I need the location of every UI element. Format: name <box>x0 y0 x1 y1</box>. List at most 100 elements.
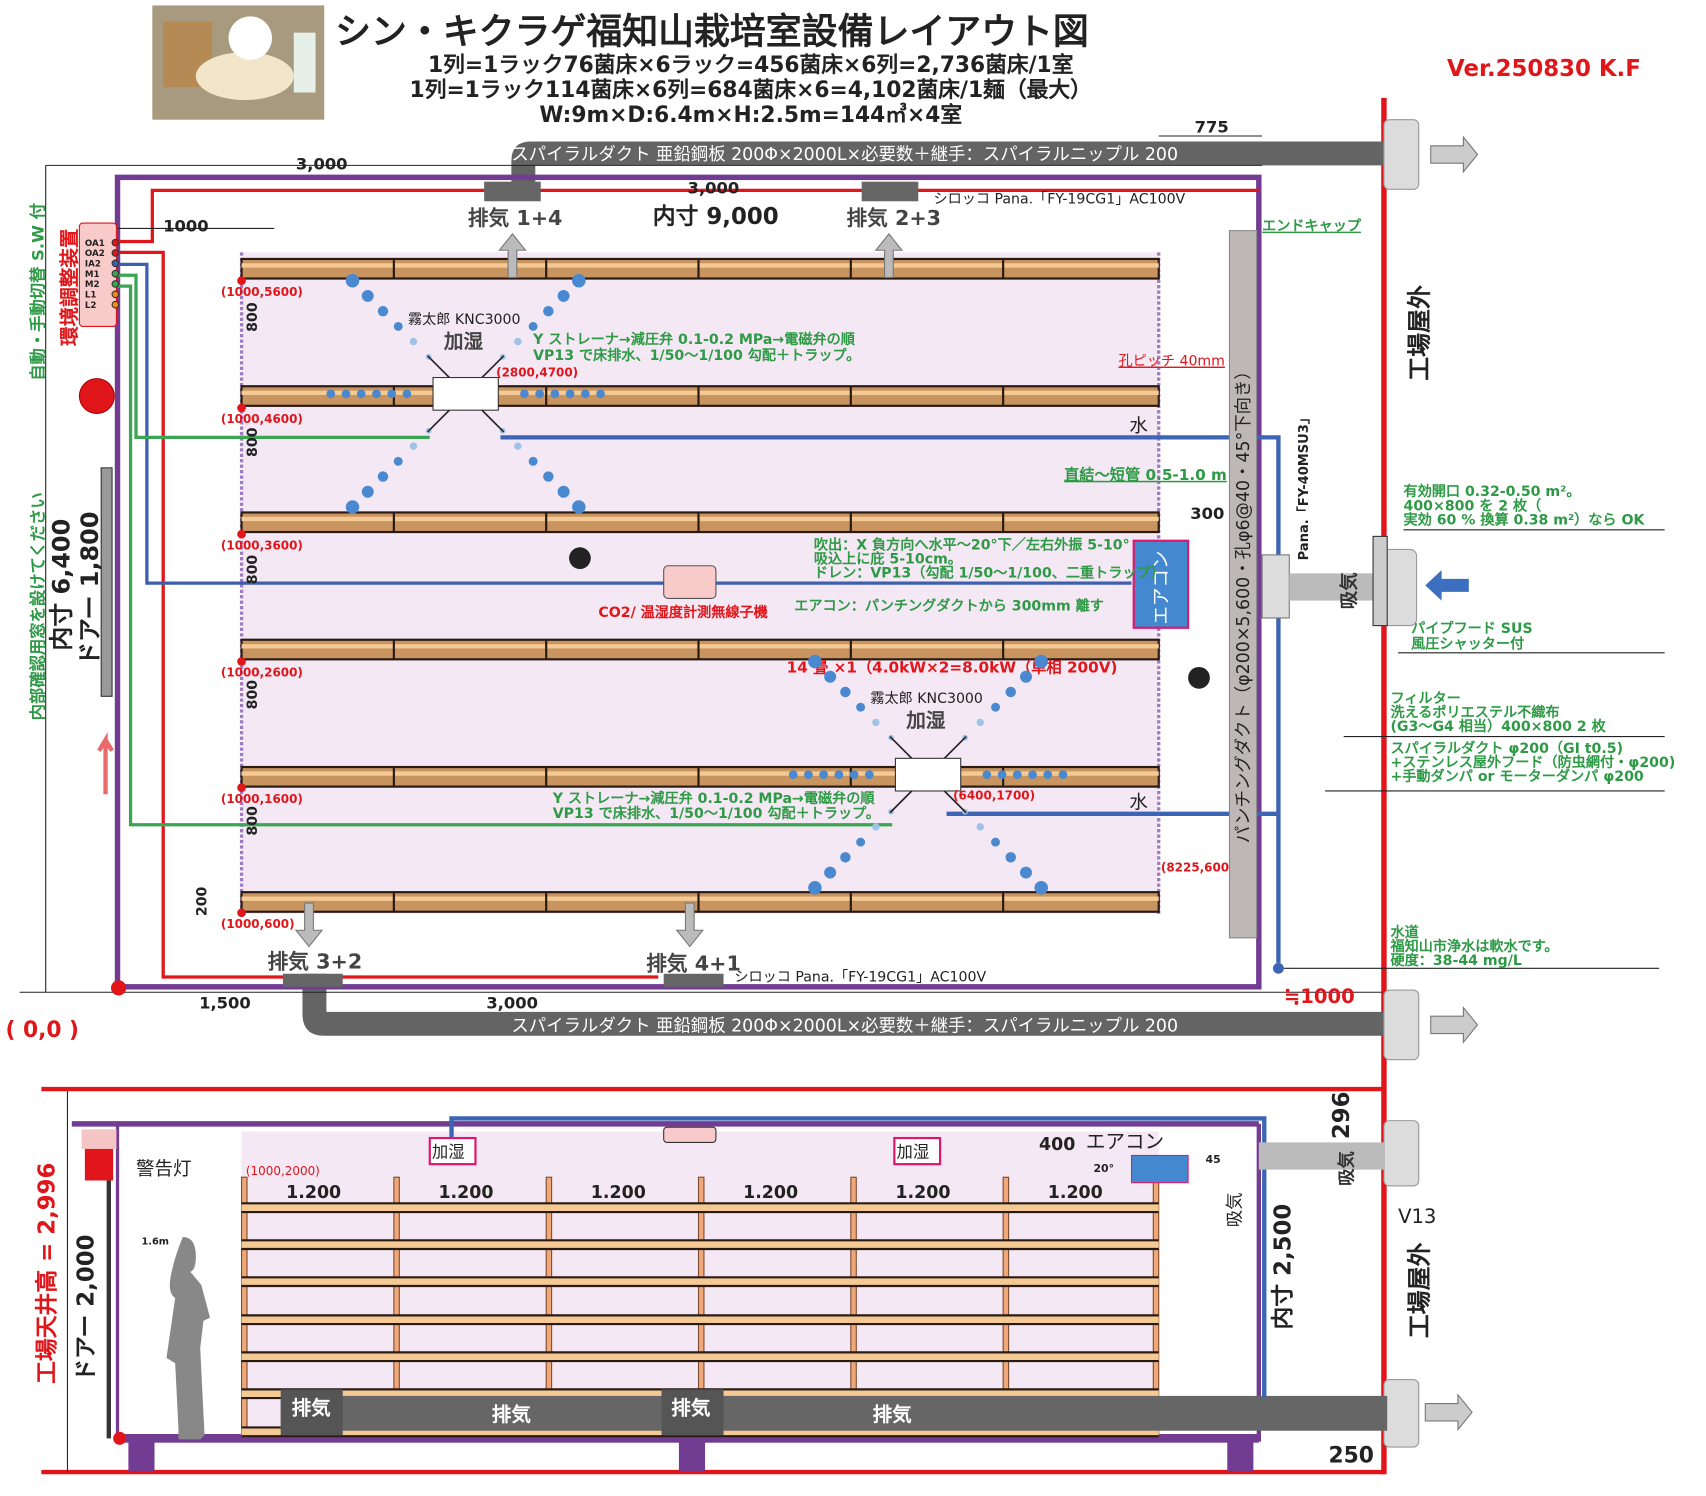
arrow-up-icon <box>498 233 527 278</box>
rack-shelf <box>241 1240 1159 1250</box>
rack-width-label: 1.200 <box>438 1183 493 1203</box>
note-text: 有効開口 0.32-0.50 m²。 <box>1404 483 1581 500</box>
note-text: 硬度：38-44 mg/L <box>1390 952 1521 969</box>
arrow-down-icon <box>294 902 324 948</box>
rack-coordinates: (1000,5600)800(1000,4600)800(1000,3600)8… <box>195 276 303 931</box>
note-text: フィルター <box>1390 691 1460 707</box>
section-exhaust-duct <box>280 1395 1388 1431</box>
coord-label: (1000,5600) <box>221 285 303 299</box>
controller-port-label: OA1 <box>85 239 105 249</box>
coord-marker <box>237 908 246 918</box>
coord-label: (1000,4600) <box>221 412 303 426</box>
person-height-label: 1.6m <box>141 1237 169 1248</box>
section-floor <box>119 1433 1259 1443</box>
green-wire-m1 <box>116 273 430 440</box>
exhaust-label: 排気 <box>873 1403 913 1426</box>
dimension-label: 3,000 <box>486 994 538 1013</box>
section-aircon <box>1130 1154 1189 1184</box>
row-spacing-label: 800 <box>245 806 261 836</box>
rack-width-label: 1.200 <box>743 1183 798 1203</box>
port-dot <box>111 290 120 299</box>
inner-width-label: 内寸 9,000 <box>653 204 779 230</box>
pipes <box>116 188 1660 979</box>
section-intake-duct <box>1258 1142 1384 1170</box>
dimension-label: ≒1000 <box>1284 985 1355 1008</box>
inner-depth-label: 内寸 6,400 <box>48 519 76 651</box>
ceiling-height-label: 工場天井高 = 2,996 <box>33 1163 60 1384</box>
subtitle-line3: W:9m×D:6.4m×H:2.5m=144㎥×4室 <box>539 102 962 128</box>
port-dot <box>111 259 120 268</box>
aircon-label: エアコン <box>1151 551 1172 625</box>
row-spacing-label: 800 <box>245 555 261 585</box>
coord-marker <box>237 403 246 413</box>
filter-frame <box>1372 535 1388 627</box>
section-humidifier <box>428 1136 477 1166</box>
intake-arrow-icon <box>1425 570 1469 601</box>
warning-light <box>84 1147 114 1181</box>
exhaust-label: 排気 2+3 <box>846 206 941 230</box>
controller-port-label: M2 <box>85 280 100 290</box>
arrow-down-icon <box>675 902 704 948</box>
row-spacing-label: 200 <box>195 886 211 916</box>
rack-width-label: 1.200 <box>286 1183 341 1203</box>
rack-row <box>240 257 1160 280</box>
punching-duct <box>1228 230 1258 939</box>
dimension-label: 775 <box>1195 118 1229 137</box>
exhaust-label: 排気 <box>492 1403 532 1426</box>
humidifier-unit <box>326 273 605 514</box>
fan-model-label: シロッコ Pana.「FY-19CG1」AC100V <box>934 191 1186 207</box>
red-wire-oa1 <box>116 188 1259 244</box>
controller-port-label: M1 <box>85 270 100 280</box>
sensor-unit <box>663 565 717 599</box>
note-text: パイプフード SUS <box>1411 621 1532 637</box>
dimension-label: 296 <box>1329 1091 1355 1139</box>
intake-label: 吸気 <box>1339 572 1361 609</box>
coord-label: (1000,2000) <box>246 1164 320 1178</box>
rack-row <box>240 638 1160 661</box>
controller-port-label: OA2 <box>85 249 105 259</box>
exhaust-out-arrows <box>1424 135 1479 1432</box>
note-text: 洗えるポリエステル不織布 <box>1390 704 1559 721</box>
drain-label: V13 <box>1398 1205 1436 1228</box>
warning-light-label: 警告灯 <box>136 1159 191 1180</box>
coord-marker <box>237 529 246 539</box>
angle-label: 45 <box>1206 1153 1221 1166</box>
humidifier-label: 加湿 <box>443 330 484 353</box>
coord-label: (6400,1700) <box>953 789 1035 803</box>
warning-light-icon <box>78 378 115 414</box>
port-dot <box>111 269 120 278</box>
row-spacing-label: 800 <box>245 427 261 457</box>
coord-label: (1000,3600) <box>221 538 303 552</box>
sensor-plug-icon <box>569 547 591 570</box>
bottom-spiral-duct: スパイラルダクト 亜鉛鋼板 200Φ×2000L×必要数＋継手：スパイラルニップ… <box>302 973 1393 1036</box>
rack-width-label: 1.200 <box>591 1183 646 1203</box>
origin-marker <box>110 980 127 996</box>
exhaust-fans-plan <box>282 181 919 987</box>
port-dot <box>111 249 120 257</box>
intake-fan-box <box>1261 554 1290 619</box>
row-spacing-label: 800 <box>245 302 261 332</box>
dimension-label: 3,000 <box>688 179 740 198</box>
switch-note: 自動・手動切替 S.W 付 <box>29 203 48 381</box>
note-text: 福知山市浄水は軟水です。 <box>1389 938 1558 955</box>
water-label: 水 <box>1129 416 1148 437</box>
note-text: 400×800 を 2 枚（ <box>1404 497 1542 514</box>
spec-notes: 有効開口 0.32-0.50 m²。 400×800 を 2 枚（ 実効 60 … <box>1325 483 1675 969</box>
note-text: +ステンレス屋外フード（防虫網付・φ200) <box>1390 754 1675 771</box>
exhaust-label: 排気 4+1 <box>646 951 741 975</box>
red-wire-oa2 <box>116 250 659 979</box>
humidifier-model: 霧太郎 KNC3000 <box>870 691 983 707</box>
coord-label: (1000,2600) <box>221 666 303 680</box>
humidifier-note: VP13 で床排水、1/50〜1/100 勾配＋トラップ。 <box>553 805 880 822</box>
coord-label: (1000,1600) <box>221 792 303 806</box>
controller-port-label: IA2 <box>85 260 101 270</box>
top-spiral-duct: スパイラルダクト 亜鉛鋼板 200Φ×2000L×必要数＋継手：スパイラルニップ… <box>511 141 1393 185</box>
outside-label: 工場屋外 <box>1405 1242 1433 1338</box>
door-width-label: ドアー 1,800 <box>76 512 104 666</box>
note-text: 風圧シャッター付 <box>1411 635 1524 652</box>
port-dot <box>111 300 120 309</box>
green-wire-m2 <box>116 284 893 827</box>
product-photo <box>152 5 325 120</box>
